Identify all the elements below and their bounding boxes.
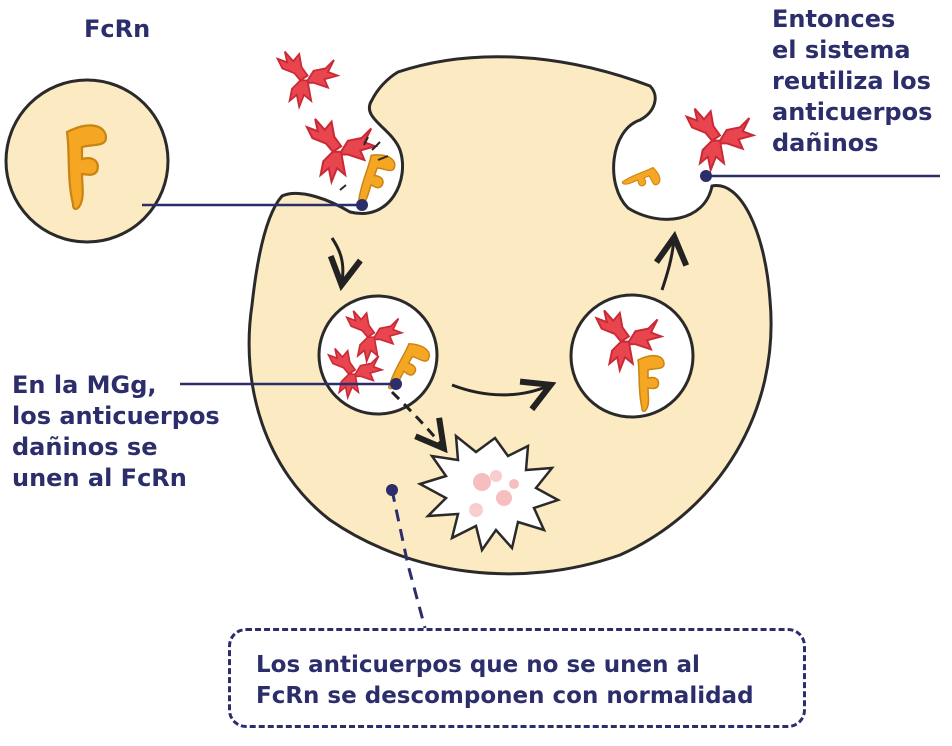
antibody-icon <box>276 50 339 108</box>
antibody-icon <box>305 117 377 183</box>
recycle-line: reutiliza los <box>772 67 931 95</box>
breakdown-label: Los anticuerpos que no se unen al FcRn s… <box>256 650 754 712</box>
arrow-to-breakdown <box>390 390 442 446</box>
recycle-line: dañinos <box>772 129 879 157</box>
binding-line: unen al FcRn <box>12 464 187 492</box>
breakdown-callout-box <box>228 628 806 728</box>
fcrn-label: FcRn <box>84 15 151 43</box>
breakdown-fragments <box>469 470 519 517</box>
binding-label: En la MGg, los anticuerpos dañinos se un… <box>12 370 220 494</box>
binding-line: En la MGg, <box>12 371 157 399</box>
leader-lines <box>142 174 940 629</box>
antibody-icon <box>685 107 755 171</box>
recycle-line: anticuerpos <box>772 98 933 126</box>
arrow-to-right-vesicle <box>451 385 548 395</box>
arrow-down-left <box>332 237 343 282</box>
recycle-line: el sistema <box>772 36 911 64</box>
binding-line: dañinos se <box>12 433 158 461</box>
binding-line: los anticuerpos <box>12 402 220 430</box>
leader-dots <box>356 170 712 496</box>
fcrn-receptor-icon <box>620 165 663 197</box>
breakdown-burst-icon <box>416 433 562 553</box>
recycle-line: Entonces <box>772 5 896 33</box>
cell-body <box>247 55 773 576</box>
arrow-up-right <box>662 240 674 291</box>
breakdown-line: Los anticuerpos que no se unen al <box>256 652 700 678</box>
motion-lines <box>339 136 389 191</box>
breakdown-line: FcRn se descomponen con normalidad <box>256 683 754 709</box>
recycle-label: Entonces el sistema reutiliza los anticu… <box>772 4 932 159</box>
